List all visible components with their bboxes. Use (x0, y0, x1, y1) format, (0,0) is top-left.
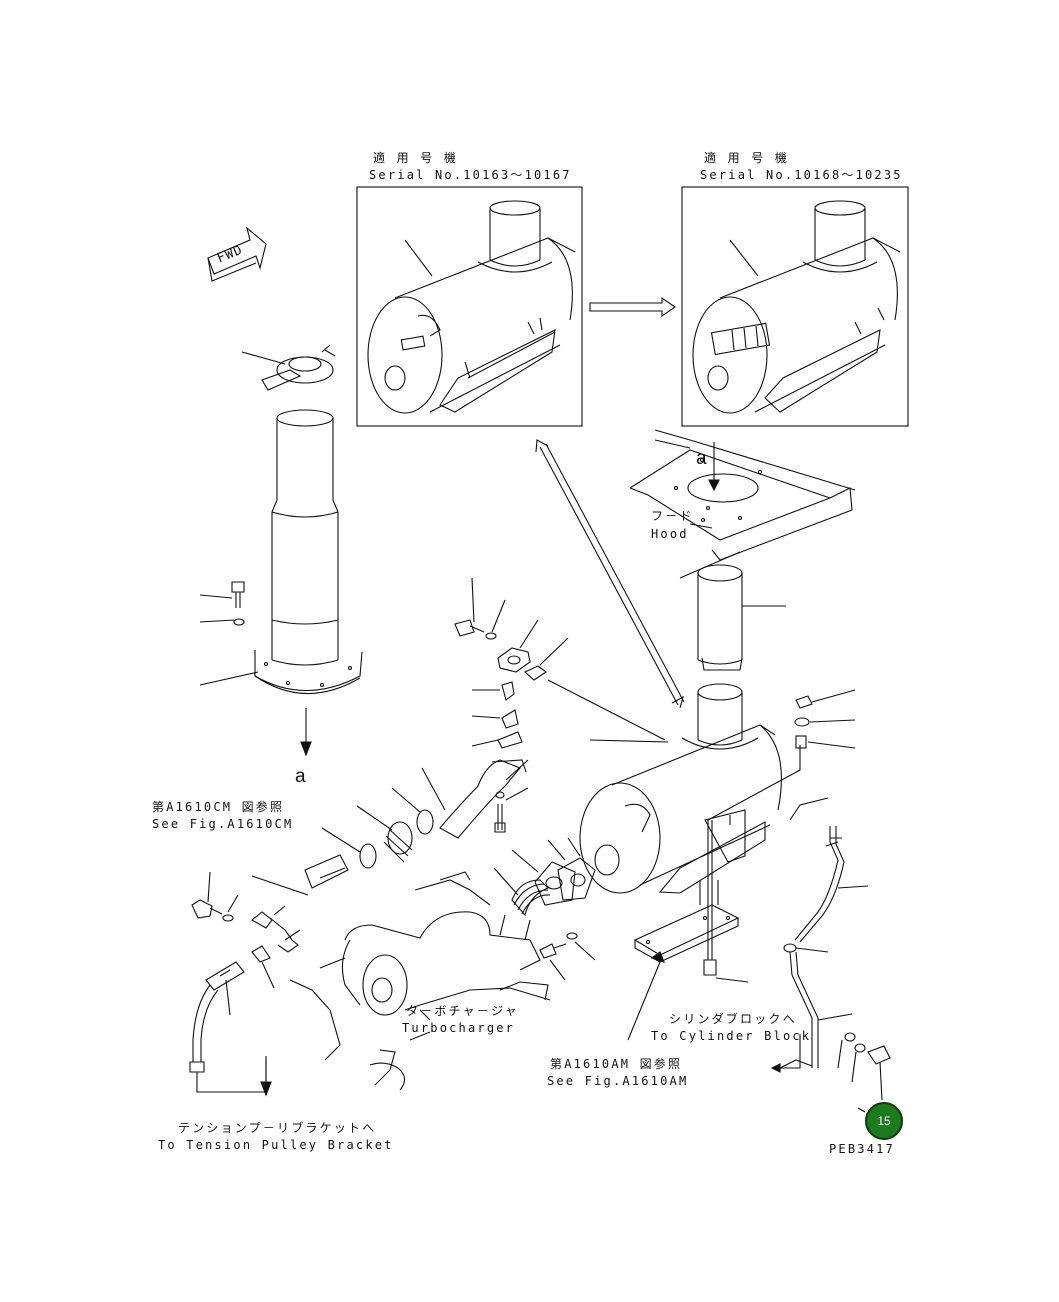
turbocharger-label-en: Turbocharger (402, 1021, 516, 1035)
mount-bracket (633, 745, 801, 983)
fwd-arrow-icon (207, 226, 267, 282)
see-fig-am-en: See Fig.A1610AM (547, 1074, 689, 1088)
pipe-fittings (304, 577, 596, 981)
drawing-number: PEB3417 (829, 1142, 895, 1156)
reference-arrow (535, 439, 685, 709)
hood-label-en: Hood (651, 527, 689, 541)
hood (629, 429, 856, 561)
tension-pulley-label-en: To Tension Pulley Bracket (158, 1138, 394, 1152)
see-fig-cm-en: See Fig.A1610CM (152, 817, 294, 831)
exhaust-pipe-assembly (199, 344, 363, 757)
applicable-serial-label-left: 適 用 号 機 (373, 151, 459, 165)
muffler-variant-right (681, 186, 909, 427)
see-fig-cm-jp: 第A1610CM 図参照 (152, 800, 285, 814)
cylinder-block-label-jp: シリンダブロックへ (669, 1012, 797, 1026)
main-muffler (547, 679, 856, 894)
turbocharger (289, 871, 551, 1091)
inner-stack (679, 551, 786, 671)
variant-arrow (589, 296, 676, 318)
muffler-variant-left (356, 186, 583, 427)
fig-am-leader (627, 951, 665, 1041)
marker-a-pipe: a (295, 766, 306, 787)
tension-pulley-label-jp: テンションプ－リブラケットへ (178, 1121, 377, 1135)
hose-assembly (189, 871, 309, 1097)
serial-range-right: Serial No.10168〜10235 (700, 168, 903, 182)
turbocharger-label-jp: タ－ボチャ－ジャ (406, 1004, 519, 1018)
marker-a-hood: a (696, 448, 707, 469)
hood-label-jp: フ－ド (651, 509, 694, 523)
serial-range-left: Serial No.10163〜10167 (369, 168, 572, 182)
cylinder-block-label-en: To Cylinder Block (651, 1029, 812, 1043)
see-fig-am-jp: 第A1610AM 図参照 (550, 1057, 683, 1071)
page-badge[interactable]: 15 (865, 1102, 903, 1140)
applicable-serial-label-right: 適 用 号 機 (704, 151, 790, 165)
cylinder-block-pipe (770, 797, 891, 1113)
